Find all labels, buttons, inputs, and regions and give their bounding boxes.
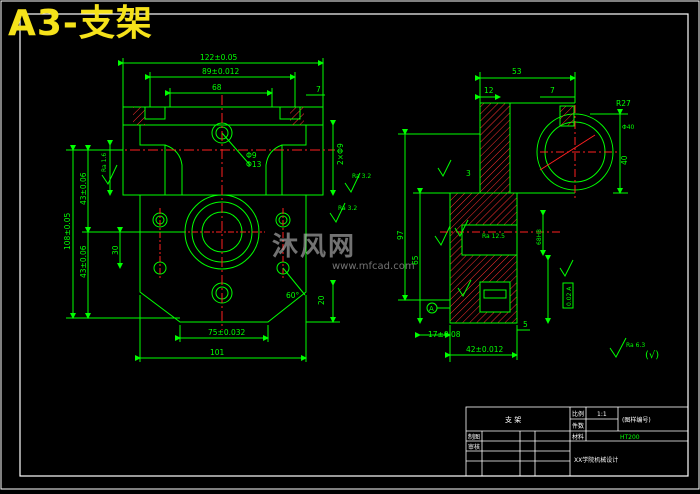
part-name: 支 架 — [505, 415, 521, 424]
front-view — [66, 58, 451, 362]
dim-12: 12 — [484, 86, 494, 95]
label-drawn: 制图 — [468, 433, 480, 441]
watermark-text: 沐风网 — [272, 232, 357, 262]
roughness-side: Ra 12.5 — [482, 233, 505, 240]
dim-right-holes: 2×Φ9 — [336, 143, 345, 165]
inner-frame — [19, 13, 689, 477]
dim-3: 3 — [466, 169, 471, 178]
dim-42: 42±0.012 — [466, 345, 504, 354]
title-block — [465, 406, 689, 477]
roughness-top: Ra 3.2 — [352, 173, 371, 180]
watermark-url: www.mfcad.com — [332, 261, 415, 272]
dim-53: 53 — [512, 67, 522, 76]
dim-101: 101 — [210, 348, 225, 357]
roughness-mid: Ra 3.2 — [338, 205, 357, 212]
label-checked: 审核 — [468, 443, 480, 451]
angle-60: 60° — [286, 291, 300, 300]
label-count: 件数 — [572, 422, 584, 430]
dim-40s: 40 — [620, 155, 629, 165]
dim-43-top: 43±0.06 — [79, 172, 88, 205]
title-block-text: 支 架 比例 1:1 件数 材料 (图样编号) HT200 制图 审核 XX学院… — [468, 410, 651, 464]
school-name: XX学院机械设计 — [574, 456, 618, 464]
watermark: 沐风网 www.mfcad.com — [272, 226, 415, 272]
dim-68: 68 — [212, 83, 222, 92]
dim-7: 7 — [316, 85, 321, 94]
side-view-annotations: 53 12 7 R27 Φ40 3 17±0.08 42±0.012 5 A R… — [396, 67, 635, 354]
dim-17: 17±0.08 — [428, 330, 461, 339]
front-view-annotations: 122±0.05 89±0.012 68 7 75±0.032 101 Φ9 Φ… — [63, 53, 371, 357]
drawing-number: (图样编号) — [622, 416, 651, 424]
dim-122: 122±0.05 — [200, 53, 238, 62]
dim-65: 65 — [411, 255, 420, 265]
dim-7s: 7 — [550, 86, 555, 95]
dim-108: 108±0.05 — [63, 212, 72, 250]
label-scale: 比例 — [572, 410, 584, 418]
dim-43-bot: 43±0.06 — [79, 245, 88, 278]
dim-5: 5 — [523, 320, 528, 329]
dim-75: 75±0.032 — [208, 328, 246, 337]
hole-dia: Φ9 — [246, 151, 257, 160]
side-view — [398, 72, 628, 362]
dim-89: 89±0.012 — [202, 67, 240, 76]
radius-27: R27 — [616, 99, 631, 108]
tolerance-frame: 0.02 A — [566, 286, 573, 306]
roughness-left: Ra 1.6 — [101, 153, 108, 172]
roughness-value: Ra 6.3 — [626, 342, 645, 349]
material-value: HT200 — [620, 434, 640, 441]
dia-40: Φ40 — [622, 124, 635, 131]
dim-68h8: 68H8 — [536, 229, 543, 245]
dim-30: 30 — [111, 245, 120, 255]
datum-a: A — [429, 305, 434, 313]
general-roughness-note: Ra 6.3 (√) — [609, 337, 659, 361]
scale-value: 1:1 — [597, 411, 607, 418]
dim-20: 20 — [317, 295, 326, 305]
label-material: 材料 — [572, 433, 584, 441]
roughness-paren: (√) — [645, 350, 659, 361]
drawing-title: A3-支架 — [8, 3, 153, 44]
dim-97: 97 — [396, 230, 405, 240]
hole-dia-2: Φ13 — [246, 160, 262, 169]
